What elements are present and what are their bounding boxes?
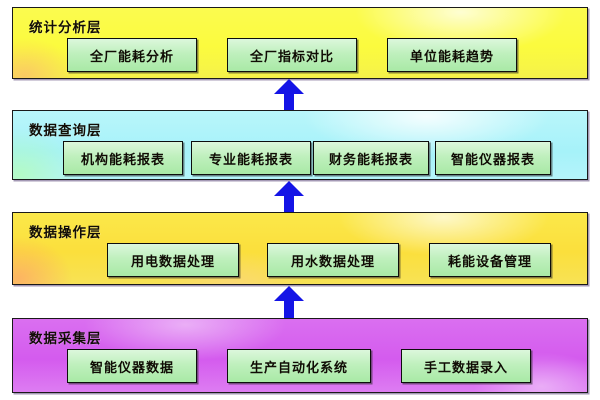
node-box[interactable]: 智能仪器报表 <box>435 141 551 175</box>
layer-title-data-query: 数据查询层 <box>29 123 102 139</box>
arrow-shaft <box>284 93 294 110</box>
layer-band-statistics-analysis: 统计分析层全厂能耗分析全厂指标对比单位能耗趋势 <box>12 7 588 79</box>
layer-band-data-collection: 数据采集层智能仪器数据生产自动化系统手工数据录入 <box>12 318 588 393</box>
layer-title-statistics-analysis: 统计分析层 <box>29 20 102 36</box>
node-box[interactable]: 智能仪器数据 <box>67 349 197 383</box>
layer-band-data-query: 数据查询层机构能耗报表专业能耗报表财务能耗报表智能仪器报表 <box>12 110 588 180</box>
node-row-data-operation: 用电数据处理用水数据处理耗能设备管理 <box>13 241 587 279</box>
arrow-shaft <box>284 195 294 212</box>
node-box[interactable]: 机构能耗报表 <box>63 141 183 175</box>
arrow-head <box>274 181 304 196</box>
node-box[interactable]: 全厂能耗分析 <box>67 38 197 72</box>
layer-title-data-collection: 数据采集层 <box>29 331 102 347</box>
node-box[interactable]: 手工数据录入 <box>401 349 531 383</box>
layer-band-data-operation: 数据操作层用电数据处理用水数据处理耗能设备管理 <box>12 212 588 285</box>
node-box[interactable]: 生产自动化系统 <box>227 349 371 383</box>
node-row-data-query: 机构能耗报表专业能耗报表财务能耗报表智能仪器报表 <box>13 139 587 177</box>
arrow-head <box>274 79 304 94</box>
node-row-data-collection: 智能仪器数据生产自动化系统手工数据录入 <box>13 347 587 385</box>
node-row-statistics-analysis: 全厂能耗分析全厂指标对比单位能耗趋势 <box>13 36 587 74</box>
node-box[interactable]: 用电数据处理 <box>107 243 239 277</box>
node-box[interactable]: 单位能耗趋势 <box>387 38 517 72</box>
node-box[interactable]: 全厂指标对比 <box>227 38 357 72</box>
node-box[interactable]: 耗能设备管理 <box>429 243 551 277</box>
node-box[interactable]: 专业能耗报表 <box>191 141 311 175</box>
layer-title-data-operation: 数据操作层 <box>29 225 102 241</box>
arrow-shaft <box>284 300 294 318</box>
node-box[interactable]: 财务能耗报表 <box>313 141 429 175</box>
node-box[interactable]: 用水数据处理 <box>267 243 399 277</box>
arrow-head <box>274 286 304 301</box>
